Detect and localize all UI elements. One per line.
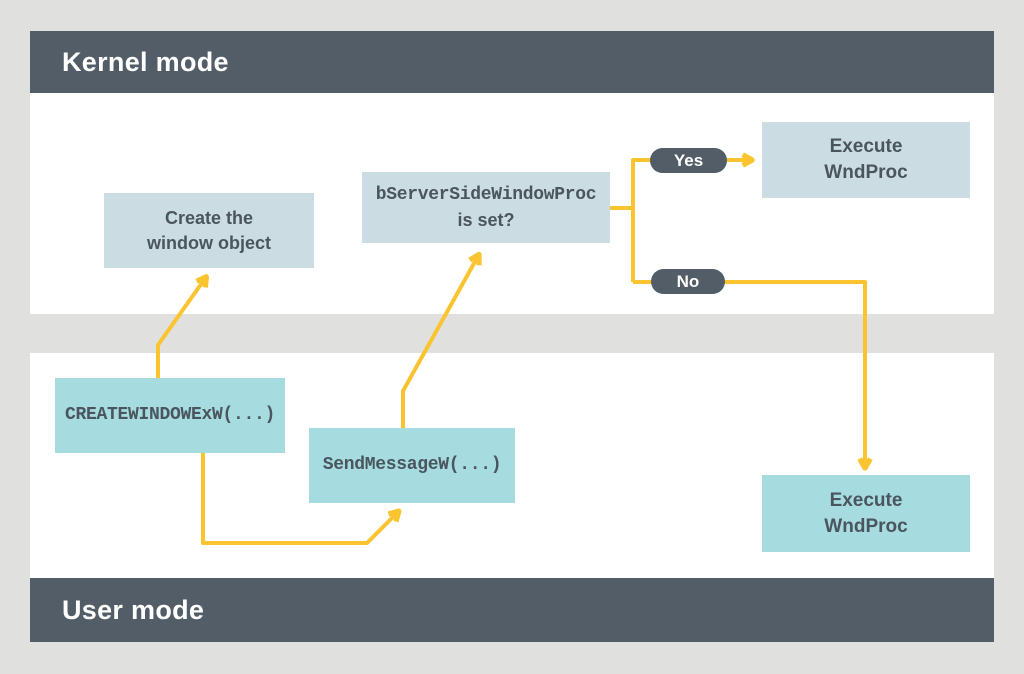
arrow-createwindowexw-to-sendmessagew bbox=[201, 452, 402, 545]
node-sendmessagew-call: SendMessageW(...) bbox=[309, 428, 515, 503]
node-sendmessagew-code: SendMessageW(...) bbox=[322, 455, 502, 476]
node-bserversidewindowproc-check: bServerSideWindowProc is set? bbox=[362, 172, 610, 243]
branch-pill-yes: Yes bbox=[650, 148, 727, 173]
node-createwindowexw-call: CREATEWINDOWExW(...) bbox=[55, 378, 285, 453]
arrow-sendmessagew-to-bserverside-check bbox=[401, 251, 482, 428]
node-execute-wndproc-kernel-line1: Execute bbox=[829, 136, 903, 158]
node-bserversidewindowproc-question: is set? bbox=[457, 209, 515, 230]
branch-pill-no-label: No bbox=[676, 271, 700, 291]
kernel-mode-label: Kernel mode bbox=[62, 46, 229, 77]
branch-pill-no: No bbox=[651, 269, 725, 294]
node-execute-wndproc-user-line2: WndProc bbox=[824, 515, 908, 537]
node-create-window-object: Create the window object bbox=[104, 193, 314, 268]
arrow-yes-to-execute-wndproc-kernel bbox=[631, 152, 755, 282]
node-create-window-object-line1: Create the bbox=[164, 208, 254, 229]
node-createwindowexw-code: CREATEWINDOWExW(...) bbox=[64, 405, 276, 426]
node-bserversidewindowproc-code: bServerSideWindowProc bbox=[375, 185, 597, 206]
arrow-no-to-execute-wndproc-user bbox=[633, 280, 873, 471]
branch-pill-yes-label: Yes bbox=[673, 150, 704, 170]
node-execute-wndproc-user: Execute WndProc bbox=[762, 475, 970, 552]
arrow-createwindowexw-to-create-window-object bbox=[156, 274, 209, 378]
node-execute-wndproc-kernel-line2: WndProc bbox=[824, 162, 908, 183]
user-mode-label: User mode bbox=[62, 594, 205, 625]
node-execute-wndproc-kernel: Execute WndProc bbox=[762, 122, 970, 198]
node-create-window-object-line2: window object bbox=[147, 232, 271, 253]
node-execute-wndproc-user-line1: Execute bbox=[829, 489, 903, 511]
user-mode-band: User mode bbox=[30, 578, 994, 642]
kernel-mode-band: Kernel mode bbox=[30, 31, 994, 93]
